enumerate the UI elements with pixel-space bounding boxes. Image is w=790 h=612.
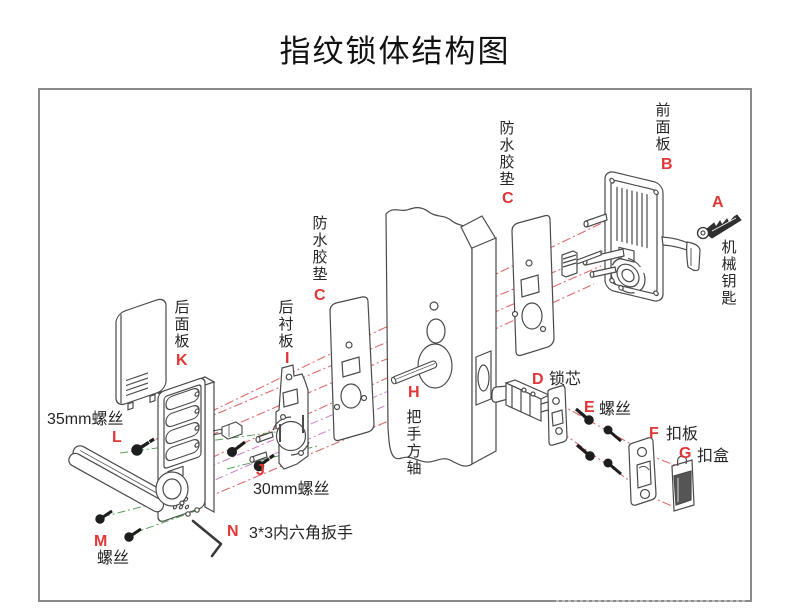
label-text-gasket-right: 防水胶垫 (497, 120, 515, 188)
label-letter-l: L (112, 429, 122, 446)
label-letter-f: F (649, 425, 659, 442)
label-text-gasket-left: 防水胶垫 (310, 215, 328, 283)
part-square-shaft (390, 360, 438, 385)
label-letter-k: K (176, 352, 188, 369)
label-text-strike-plate: 扣板 (666, 426, 699, 443)
label-letter-m: M (94, 533, 108, 550)
label-letter-c-right: C (502, 190, 514, 207)
screw-m1 (95, 509, 113, 524)
label-text-screw-m: 螺丝 (97, 550, 130, 567)
label-letter-j: J (256, 462, 265, 479)
label-letter-h: H (408, 384, 420, 401)
label-letter-b: B (661, 156, 673, 173)
label-text-strike-box: 扣盒 (697, 448, 730, 465)
part-strike-plate (628, 437, 657, 506)
screw-f2 (603, 458, 622, 476)
label-text-screw-e: 螺丝 (599, 401, 632, 418)
screw-e2 (575, 443, 595, 461)
part-strike-box (671, 455, 695, 512)
screw-30mm-j (253, 453, 275, 472)
screw-chassis (227, 440, 246, 457)
screw-f1 (603, 425, 622, 443)
label-text-front-panel: 前面板 (653, 102, 671, 153)
part-handle (68, 445, 189, 513)
part-backing-plate (249, 364, 310, 470)
label-letter-g: G (679, 445, 692, 462)
part-allen-wrench (191, 519, 223, 558)
label-text-rear-panel: 后面板 (172, 299, 190, 350)
label-letter-c-left: C (314, 287, 326, 304)
part-gasket-right (511, 214, 555, 357)
part-rear-cover (115, 298, 167, 411)
part-spindle-connector (212, 421, 243, 440)
label-text-lock-cylinder: 锁芯 (549, 371, 582, 388)
label-letter-n: N (227, 523, 239, 540)
label-letter-d: D (532, 371, 544, 388)
label-text-square-shaft: 把手方轴 (404, 409, 422, 477)
label-text-allen-wrench: 3*3内六角扳手 (249, 525, 354, 542)
label-text-mechanical-key: 机械钥匙 (719, 239, 737, 307)
screws (95, 407, 622, 542)
label-letter-a: A (712, 194, 724, 211)
part-gasket-left (329, 296, 375, 442)
part-latch (491, 379, 568, 446)
label-text-backing-plate: 后衬板 (276, 299, 294, 350)
label-letter-i: I (285, 350, 290, 367)
part-front-panel (561, 171, 701, 302)
part-key (696, 214, 742, 240)
screw-35mm-l (131, 437, 155, 456)
label-text-35mm-screw: 35mm螺丝 (47, 411, 124, 428)
label-letter-e: E (584, 399, 595, 416)
part-door (385, 207, 497, 467)
label-text-30mm-screw: 30mm螺丝 (253, 481, 330, 498)
screw-e1 (574, 407, 594, 425)
page-title: 指纹锁体结构图 (279, 34, 511, 69)
screw-m2 (124, 527, 142, 542)
